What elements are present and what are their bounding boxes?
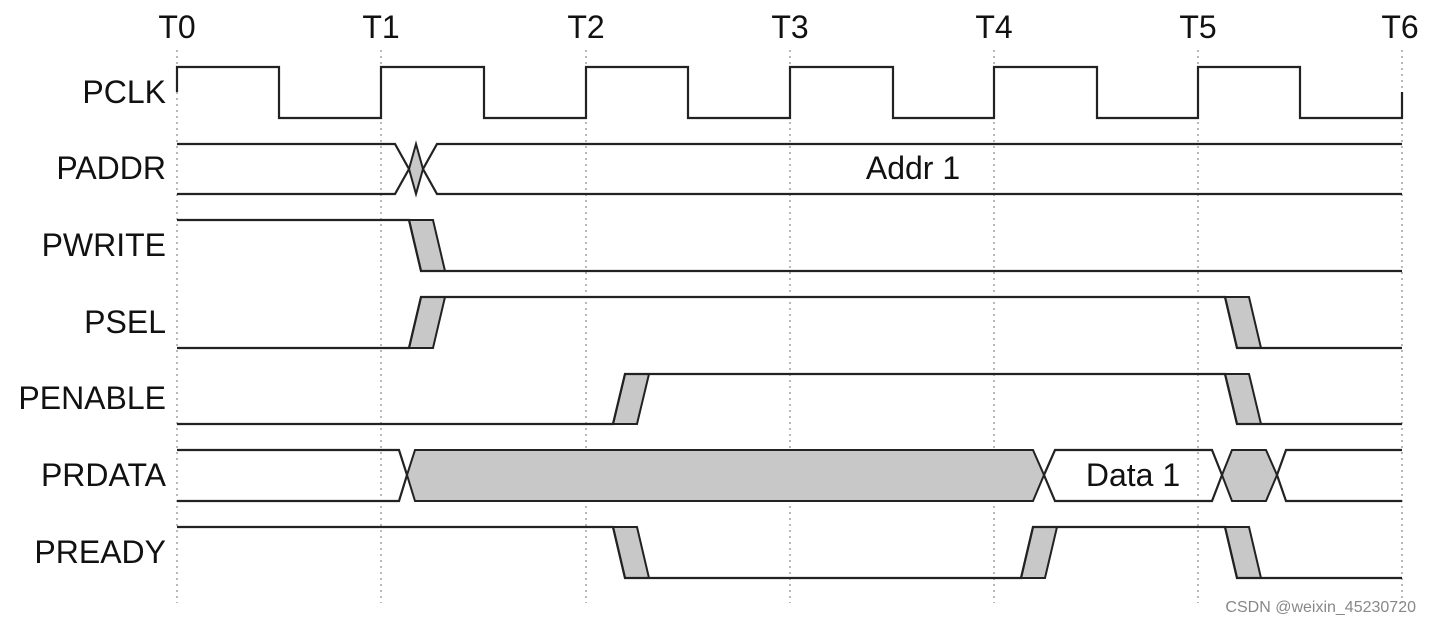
time-marker-t6: T6 <box>1381 9 1418 45</box>
paddr-bus-before <box>177 142 411 196</box>
paddr-value: Addr 1 <box>866 150 960 186</box>
signal-labels: PCLK PADDR PWRITE PSEL PENABLE PRDATA PR… <box>18 74 166 570</box>
signal-label-paddr: PADDR <box>56 150 166 186</box>
paddr-bus-after <box>421 142 1402 196</box>
pready-waveform <box>177 525 1402 580</box>
prdata-bus-before <box>177 448 409 503</box>
time-marker-t1: T1 <box>362 9 399 45</box>
pwrite-waveform <box>177 218 1402 273</box>
paddr-waveform: Addr 1 <box>177 140 1402 198</box>
psel-line <box>177 295 1402 350</box>
prdata-waveform: Data 1 <box>177 448 1402 503</box>
time-marker-t2: T2 <box>567 9 604 45</box>
time-marker-t4: T4 <box>975 9 1012 45</box>
time-marker-t0: T0 <box>158 9 195 45</box>
watermark-text: CSDN @weixin_45230720 <box>1225 599 1416 616</box>
penable-waveform <box>177 372 1402 426</box>
signal-label-pwrite: PWRITE <box>42 227 166 263</box>
signal-label-psel: PSEL <box>84 304 166 340</box>
time-marker-t3: T3 <box>771 9 808 45</box>
prdata-end-transition <box>1220 449 1279 502</box>
signal-label-pclk: PCLK <box>82 74 166 110</box>
psel-waveform <box>177 295 1402 350</box>
penable-line <box>177 372 1402 426</box>
time-grid <box>176 50 1403 603</box>
signal-label-penable: PENABLE <box>18 380 166 416</box>
signal-label-prdata: PRDATA <box>41 457 167 493</box>
pclk-waveform <box>175 65 1404 120</box>
prdata-invalid-region <box>405 449 1046 502</box>
time-marker-t5: T5 <box>1179 9 1216 45</box>
paddr-transition <box>407 140 425 198</box>
pready-line <box>177 525 1402 580</box>
prdata-bus-after <box>1275 448 1402 503</box>
prdata-data-window <box>1042 448 1224 503</box>
signal-label-pready: PREADY <box>34 534 166 570</box>
time-markers: T0 T1 T2 T3 T4 T5 T6 <box>158 9 1418 45</box>
pwrite-line <box>177 218 1402 273</box>
prdata-value: Data 1 <box>1086 457 1180 493</box>
